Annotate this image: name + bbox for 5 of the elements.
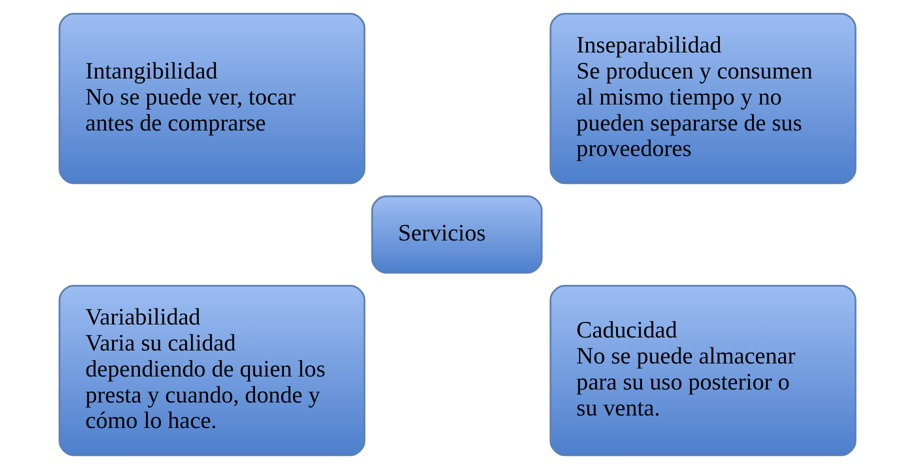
node-box: Caducidad No se puede almacenar para su uso posterior o su venta.	[549, 284, 856, 456]
node-box: Variabilidad Varia su calidad dependiendo de quien los presta y cuando, donde y cómo lo hace.	[58, 284, 365, 456]
node-box: Servicios	[370, 194, 542, 274]
node-box: Inseparabilidad Se producen y consumen al mismo tiempo y no pueden separarse de sus proveedores	[549, 12, 856, 184]
node-box: Intangibilidad No se puede ver, tocar antes de comprarse	[58, 12, 365, 184]
